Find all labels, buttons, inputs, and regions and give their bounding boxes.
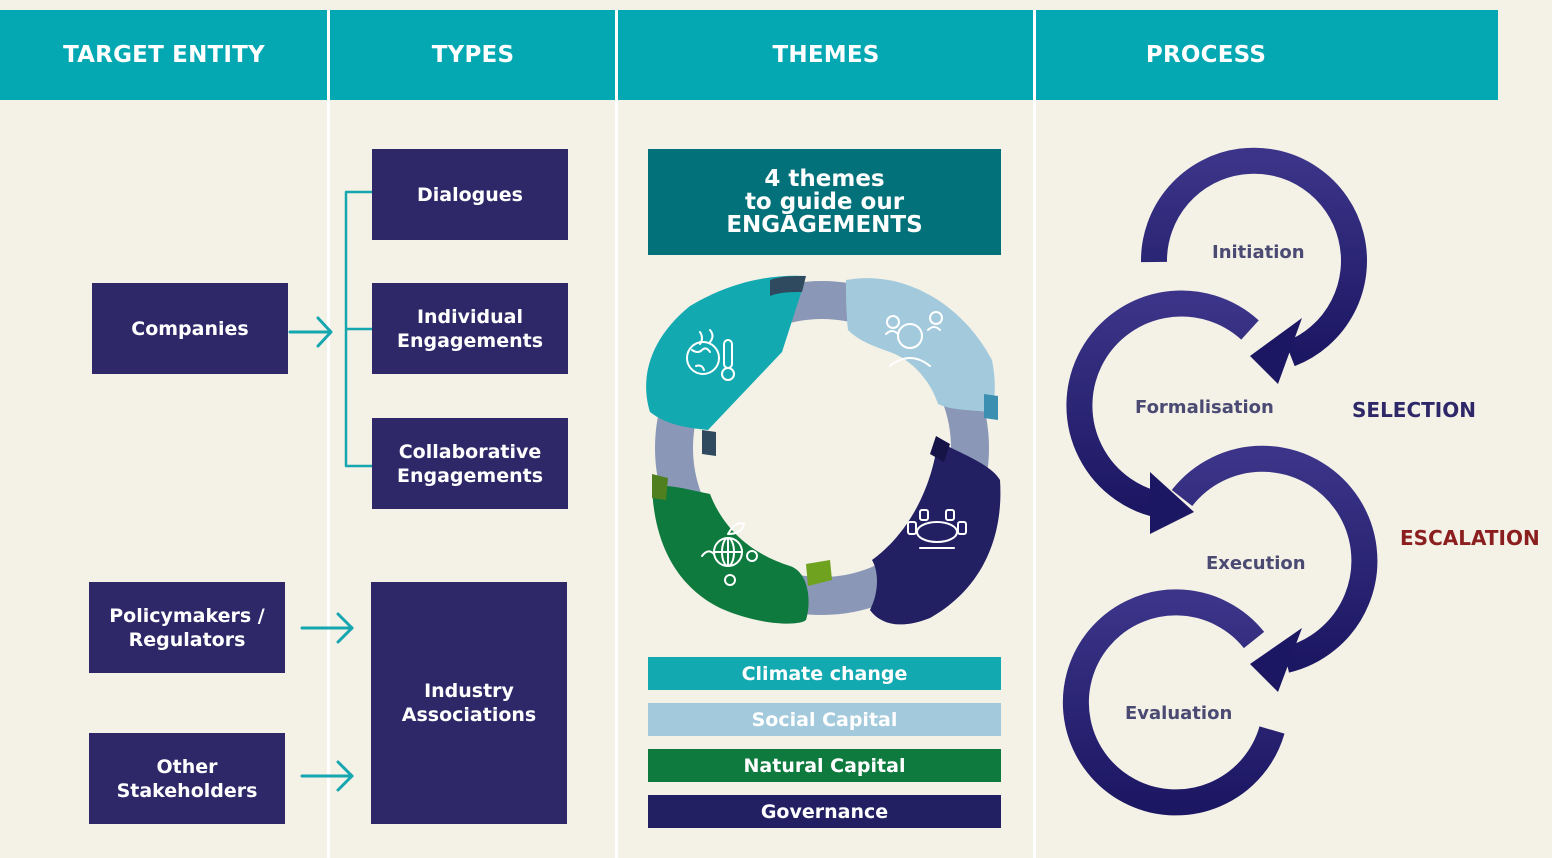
process-arrows — [1062, 147, 1378, 816]
type-dialogues: Dialogues — [372, 149, 568, 240]
ring-base — [655, 281, 989, 615]
selection-label: SELECTION — [1352, 398, 1476, 422]
type-industry-associations: Industry Associations — [371, 582, 567, 824]
theme-social-capital: Social Capital — [648, 703, 1001, 736]
column-header-target-entity: TARGET ENTITY — [63, 42, 265, 68]
process-step-initiation: Initiation — [1212, 242, 1305, 263]
theme-governance: Governance — [648, 795, 1001, 828]
column-header-themes: THEMES — [772, 42, 880, 68]
escalation-label: ESCALATION — [1400, 526, 1540, 550]
column-header-process: PROCESS — [1145, 42, 1267, 68]
segment-social — [846, 278, 995, 412]
entity-other-stakeholders: Other Stakeholders — [89, 733, 285, 824]
type-bracket — [344, 190, 374, 468]
header-band — [0, 10, 1498, 100]
segment-natural — [652, 485, 809, 624]
loop-evaluation — [1062, 589, 1285, 816]
arrow-right-icon — [288, 316, 333, 348]
process-step-formalisation: Formalisation — [1135, 397, 1274, 418]
process-step-execution: Execution — [1206, 553, 1306, 574]
loop-formalisation — [1066, 290, 1259, 519]
arrow-right-icon — [300, 760, 354, 792]
type-collaborative-engagements: Collaborative Engagements — [372, 418, 568, 509]
theme-climate-change: Climate change — [648, 657, 1001, 690]
arrow-right-icon — [300, 612, 354, 644]
arrowhead-icon — [1250, 628, 1302, 692]
entity-policymakers: Policymakers / Regulators — [89, 582, 285, 673]
column-divider — [615, 10, 618, 858]
arrowhead-icon — [1250, 318, 1302, 384]
entity-companies: Companies — [92, 283, 288, 374]
loop-execution — [1171, 445, 1378, 673]
column-divider — [1033, 10, 1036, 858]
process-step-evaluation: Evaluation — [1125, 703, 1233, 724]
climate-icon — [686, 329, 735, 381]
column-header-types: TYPES — [431, 42, 515, 68]
theme-natural-capital: Natural Capital — [648, 749, 1001, 782]
type-individual-engagements: Individual Engagements — [372, 283, 568, 374]
segment-governance — [870, 440, 1001, 625]
globe-nature-icon — [701, 522, 758, 586]
column-divider — [327, 10, 330, 858]
themes-headline: 4 themes to guide our ENGAGEMENTS — [648, 149, 1001, 255]
segment-climate-body — [646, 275, 806, 430]
loop-initiation — [1140, 147, 1367, 367]
boardroom-icon — [907, 509, 967, 549]
arrowhead-icon — [1150, 472, 1194, 534]
people-icon — [885, 311, 943, 367]
